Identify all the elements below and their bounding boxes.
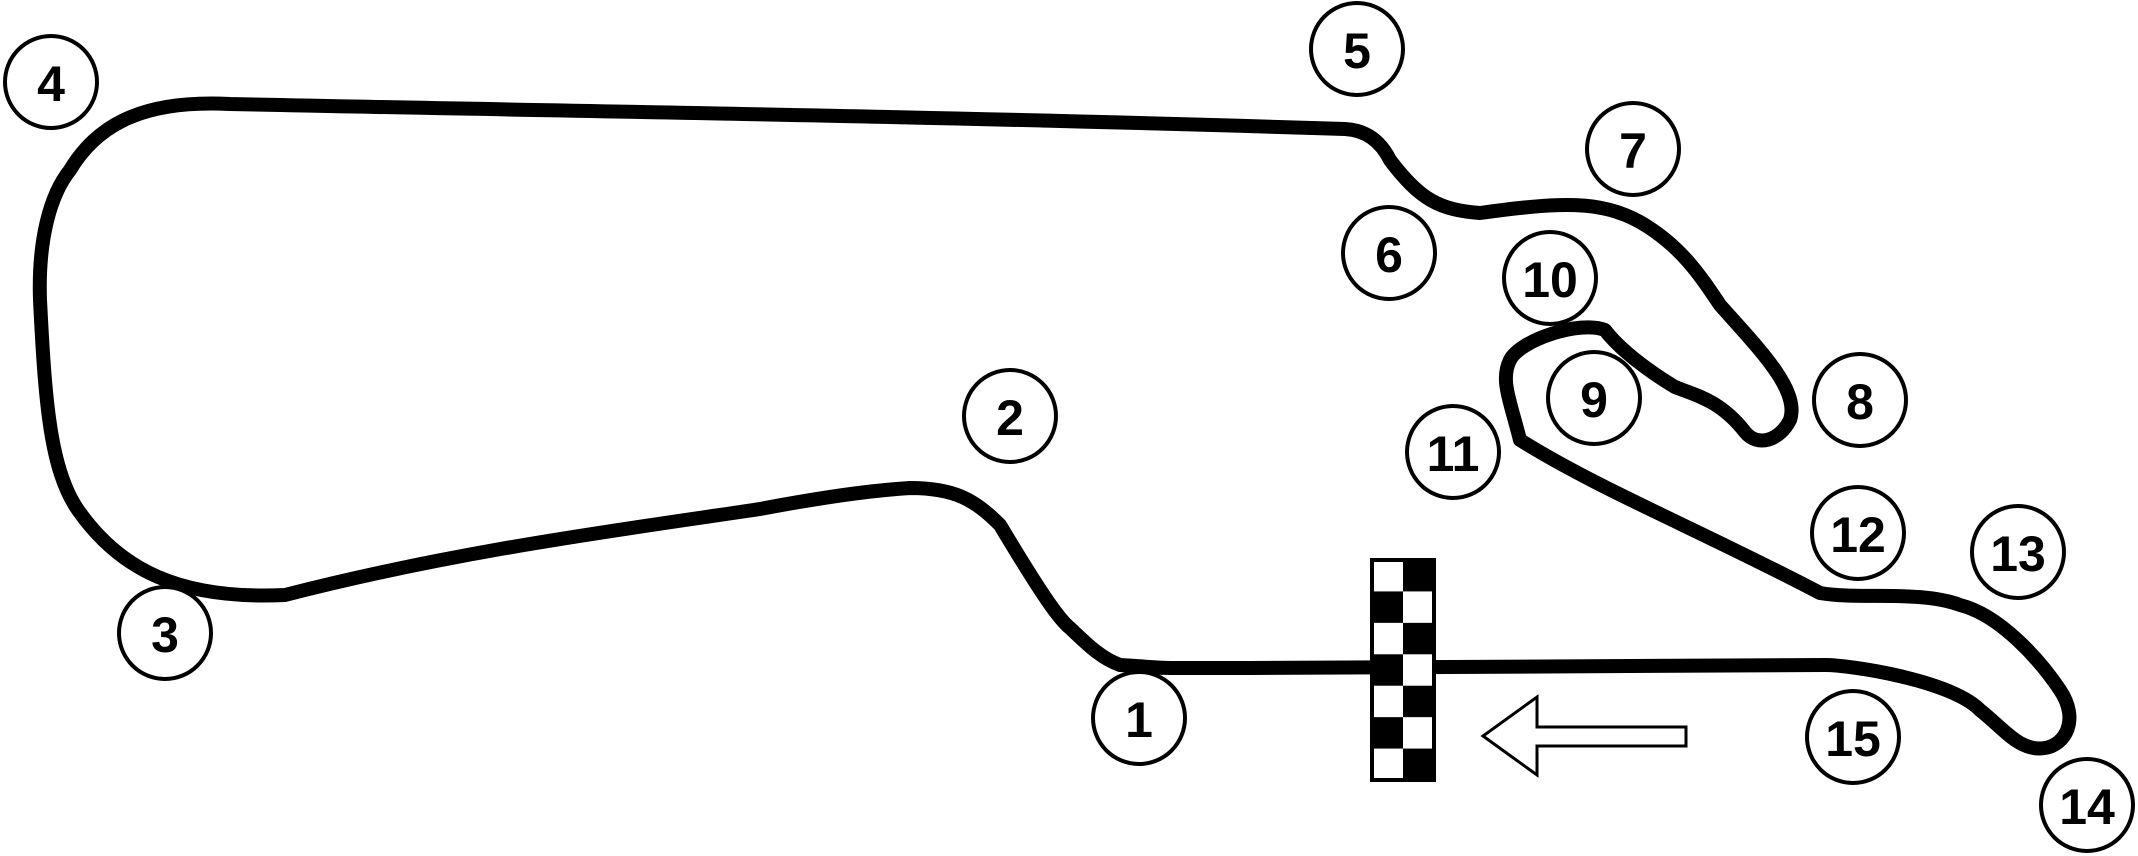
turn-marker-3: 3 (117, 585, 213, 681)
arrow-left-icon (1480, 694, 1688, 778)
turn-label-1: 1 (1125, 692, 1153, 748)
turn-label-4: 4 (37, 56, 65, 112)
turn-marker-11: 11 (1405, 404, 1501, 500)
turn-marker-4: 4 (3, 34, 99, 130)
turn-label-2: 2 (996, 390, 1024, 446)
turn-label-13: 13 (1990, 526, 2046, 582)
turn-marker-1: 1 (1091, 670, 1187, 766)
turn-label-7: 7 (1619, 123, 1647, 179)
turn-label-15: 15 (1825, 711, 1881, 767)
turn-label-9: 9 (1580, 372, 1608, 428)
checkered-cell (1372, 591, 1403, 623)
turn-marker-15: 15 (1805, 689, 1901, 785)
turn-marker-5: 5 (1309, 1, 1405, 97)
checkered-cell (1403, 622, 1434, 655)
checkered-cell (1372, 717, 1403, 749)
turn-marker-9: 9 (1546, 350, 1642, 446)
turn-label-6: 6 (1375, 227, 1403, 283)
turn-marker-2: 2 (962, 368, 1058, 464)
checkered-cell (1403, 748, 1434, 780)
checkered-cell (1372, 654, 1403, 686)
checkered-flag-icon (1370, 558, 1436, 782)
turn-marker-14: 14 (2039, 757, 2135, 853)
turn-marker-13: 13 (1970, 504, 2066, 600)
turn-marker-12: 12 (1810, 485, 1906, 581)
turn-label-8: 8 (1846, 374, 1874, 430)
turn-label-3: 3 (151, 607, 179, 663)
checkered-cell (1403, 560, 1434, 592)
turn-marker-10: 10 (1502, 230, 1598, 326)
track-outline (32, 96, 2077, 756)
turn-label-14: 14 (2059, 779, 2115, 835)
turn-label-11: 11 (1427, 426, 1480, 482)
turn-label-5: 5 (1343, 23, 1371, 79)
turn-marker-7: 7 (1585, 101, 1681, 197)
turn-label-12: 12 (1830, 507, 1886, 563)
turn-marker-6: 6 (1341, 205, 1437, 301)
turn-marker-8: 8 (1812, 352, 1908, 448)
turn-label-10: 10 (1522, 252, 1578, 308)
checkered-cell (1403, 685, 1434, 718)
